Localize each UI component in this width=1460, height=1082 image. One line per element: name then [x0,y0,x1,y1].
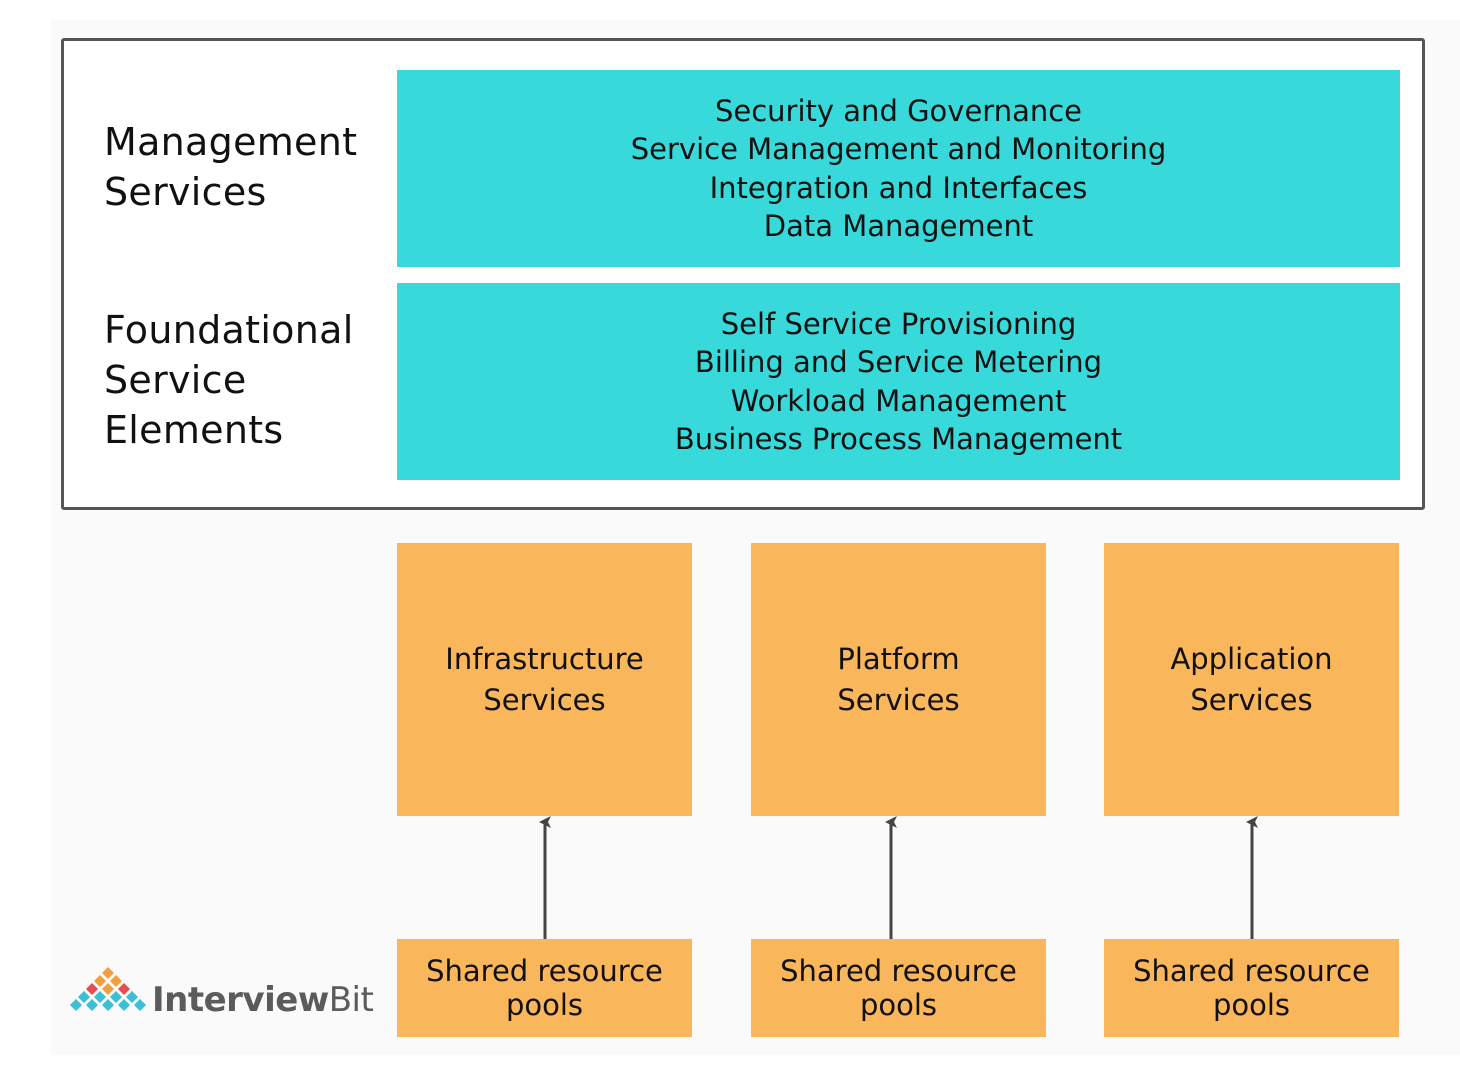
service-line: Infrastructure [445,642,644,676]
foundational-item: Business Process Management [674,422,1123,456]
label-line: Service [104,358,247,402]
management-item: Service Management and Monitoring [630,132,1167,166]
pool-line: Shared resource [1133,954,1370,988]
foundational-elements-box: Self Service Provisioning Billing and Se… [397,283,1400,480]
shared-resource-pool-2: Shared resource pools [751,939,1046,1037]
label-line: Services [104,170,267,214]
management-services-label: Management Services [104,117,357,217]
foundational-item: Workload Management [730,383,1067,418]
shared-resource-pool-3: Shared resource pools [1104,939,1399,1037]
interviewbit-logo-text: InterviewBit [152,978,374,1022]
label-line: Elements [104,408,284,452]
service-line: Services [837,683,960,717]
label-line: Foundational [104,308,354,352]
infrastructure-services-box: Infrastructure Services [397,543,692,816]
foundational-item: Billing and Service Metering [694,345,1103,379]
foundational-service-elements-label: Foundational Service Elements [104,305,354,455]
application-services-box: Application Services [1104,543,1399,816]
pool-line: pools [859,988,938,1022]
pool-line: pools [1212,988,1291,1022]
service-line: Services [1190,683,1313,717]
interviewbit-logo-icon [70,967,146,1011]
management-item: Security and Governance [714,93,1083,128]
service-line: Services [483,683,606,717]
foundational-item: Self Service Provisioning [720,306,1077,341]
pool-line: Shared resource [780,954,1017,988]
management-services-box: Security and Governance Service Manageme… [397,70,1400,267]
pool-line: Shared resource [426,954,663,988]
label-line: Management [104,120,358,164]
logo-text-part1: Interview [152,980,329,1020]
pool-line: pools [505,988,584,1022]
management-item: Data Management [763,209,1034,243]
management-item: Integration and Interfaces [709,170,1088,205]
service-line: Application [1170,642,1333,676]
logo-text-part2: Bit [328,980,374,1020]
platform-services-box: Platform Services [751,543,1046,816]
service-line: Platform [837,642,960,676]
shared-resource-pool-1: Shared resource pools [397,939,692,1037]
